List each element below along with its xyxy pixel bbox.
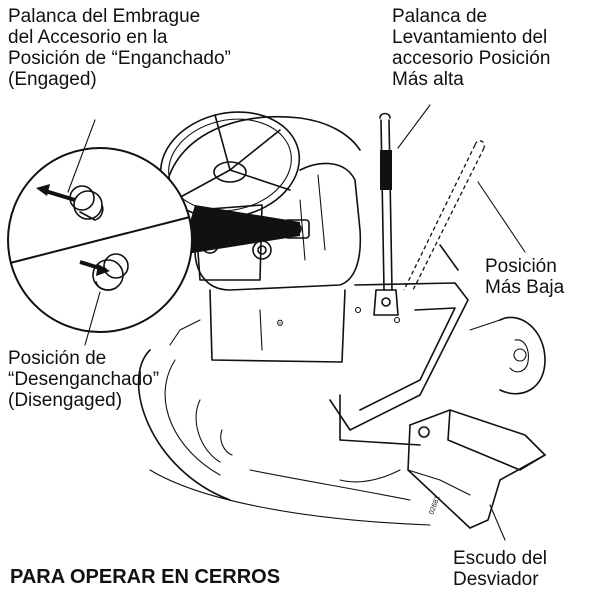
leader-lift [397, 104, 431, 149]
decal-icon: ⚙ [276, 318, 284, 328]
part-number: 02681 [428, 495, 441, 516]
inset-divider [9, 216, 191, 264]
leader-disengaged [84, 291, 101, 346]
leader-shield [489, 504, 506, 541]
magnifier-cone-icon [180, 205, 300, 255]
leader-lowest [477, 181, 526, 253]
disengaged-label: Posición de “Desenganchado” (Disengaged) [8, 348, 160, 411]
lever-grip-icon [380, 150, 392, 190]
clutch-lever-label: Palanca del Embrague del Accesorio en la… [8, 6, 231, 90]
lift-lever-label: Palanca de Levantamiento del accesorio P… [392, 6, 551, 90]
section-heading: PARA OPERAR EN CERROS [10, 566, 281, 588]
lowest-position-label: Posición Más Baja [485, 256, 565, 298]
leader-clutch [67, 119, 96, 193]
deflector-shield-label: Escudo del Desviador [453, 548, 548, 590]
